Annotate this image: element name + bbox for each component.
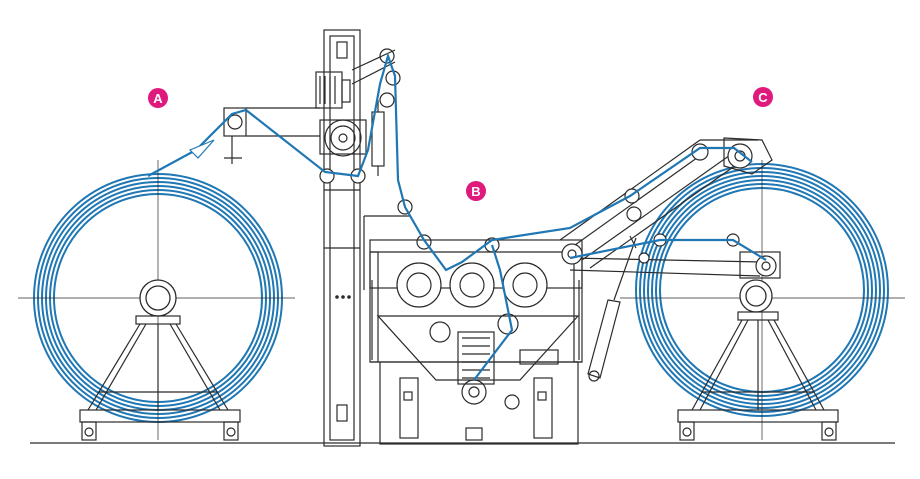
marker-c: C <box>753 87 773 107</box>
top-motor <box>315 71 351 109</box>
top-gear-wheel <box>319 119 367 157</box>
gear-train <box>429 313 559 441</box>
processing-unit <box>363 215 583 445</box>
left-stand <box>79 315 241 441</box>
right-reel <box>620 160 905 440</box>
marker-a: A <box>148 88 168 108</box>
right-reel-hub <box>739 279 773 313</box>
marker-b: B <box>466 181 486 201</box>
right-stand <box>677 311 839 441</box>
right-arm-frame <box>559 137 781 279</box>
tape-path <box>147 52 767 381</box>
processing-rollers <box>396 262 548 308</box>
tape-direction-arrow <box>188 139 215 159</box>
marker-c-label: C <box>758 90 768 105</box>
left-reel <box>18 160 295 440</box>
central-column <box>323 29 361 447</box>
left-reel-hub <box>139 279 177 317</box>
pneumatic-cylinder <box>587 235 637 382</box>
marker-b-label: B <box>471 184 480 199</box>
marker-a-label: A <box>153 91 163 106</box>
column-markings <box>335 295 351 299</box>
feed-head <box>223 107 320 164</box>
